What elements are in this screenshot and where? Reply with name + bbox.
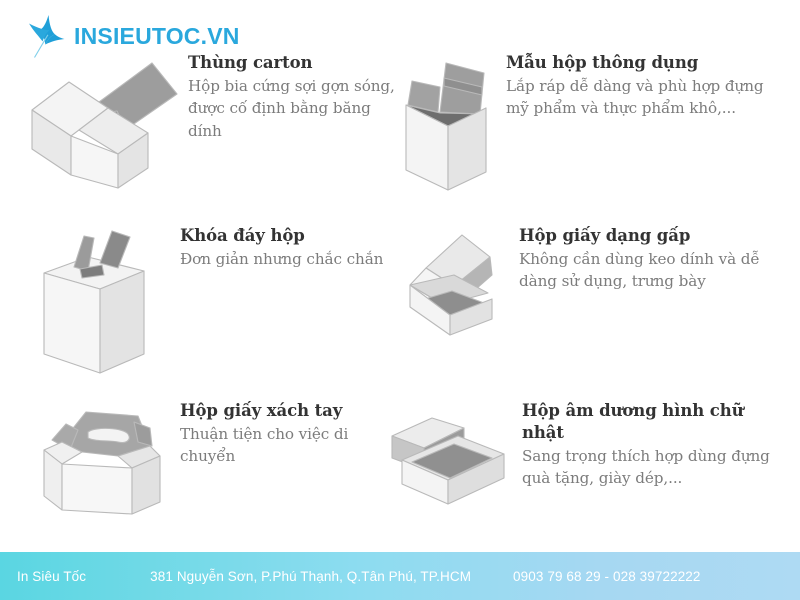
site-logo[interactable]: INSIEUTOC.VN [24,12,264,60]
box-item-title: Thùng carton [188,53,313,72]
carton-box-open-flaps-illustration [31,62,178,189]
footer-bar: In Siêu Tốc 381 Nguyễn Sơn, P.Phú Thạnh,… [0,552,800,600]
lock-bottom-box-illustration [43,230,145,374]
footer-address: 381 Nguyễn Sơn, P.Phú Thạnh, Q.Tân Phú, … [150,568,472,584]
box-item-folding: Hộp giấy dạng gấp Không cần dùng keo dín… [388,223,788,393]
tall-box-open-top-illustration [405,62,487,191]
box-item-text: Hộp âm dương hình chữ nhật Sang trọng th… [522,398,788,490]
box-item-text: Mẫu hộp thông dụng Lắp ráp dễ dàng và ph… [506,50,788,120]
box-item-title: Hộp giấy dạng gấp [519,226,691,245]
box-item-title: Hộp giấy xách tay [180,401,343,420]
handle-gable-box-illustration [43,411,161,515]
box-item-text: Thùng carton Hộp bia cứng sợi gợn sóng, … [188,50,407,142]
sparkle-star-icon [29,15,65,58]
box-item-desc: Đơn giản nhưng chắc chắn [180,249,384,268]
box-item-handle: Hộp giấy xách tay Thuận tiện cho việc di… [22,398,407,548]
box-item-lock-bottom: Khóa đáy hộp Đơn giản nhưng chắc chắn [22,223,407,393]
lid-and-base-rectangular-box-illustration [391,417,505,505]
box-item-carton: Thùng carton Hộp bia cứng sợi gợn sóng, … [22,50,407,220]
box-item-title: Khóa đáy hộp [180,226,305,245]
footer-brand: In Siêu Tốc [17,568,87,584]
box-item-desc: Hộp bia cứng sợi gợn sóng, được cố định … [188,76,395,140]
box-item-text: Hộp giấy xách tay Thuận tiện cho việc di… [180,398,407,468]
box-item-desc: Thuận tiện cho việc di chuyển [180,424,349,466]
box-item-standard: Mẫu hộp thông dụng Lắp ráp dễ dàng và ph… [388,50,788,220]
box-item-text: Khóa đáy hộp Đơn giản nhưng chắc chắn [180,223,407,270]
footer-phone[interactable]: 0903 79 68 29 - 028 39722222 [513,568,701,584]
box-item-title: Mẫu hộp thông dụng [506,53,699,72]
box-item-text: Hộp giấy dạng gấp Không cần dùng keo dín… [519,223,788,293]
folding-mailer-box-illustration [409,234,493,336]
logo-text: INSIEUTOC.VN [74,22,240,49]
box-item-desc: Lắp ráp dễ dàng và phù hợp đựng mỹ phẩm … [506,76,764,118]
box-types-grid: Thùng carton Hộp bia cứng sợi gợn sóng, … [0,48,800,548]
box-item-desc: Sang trọng thích hợp dùng đựng quà tặng,… [522,446,770,488]
box-item-desc: Không cần dùng keo dính và dễ dàng sử dụ… [519,249,760,291]
box-item-title: Hộp âm dương hình chữ nhật [522,401,744,442]
box-item-lid-base: Hộp âm dương hình chữ nhật Sang trọng th… [388,398,788,548]
